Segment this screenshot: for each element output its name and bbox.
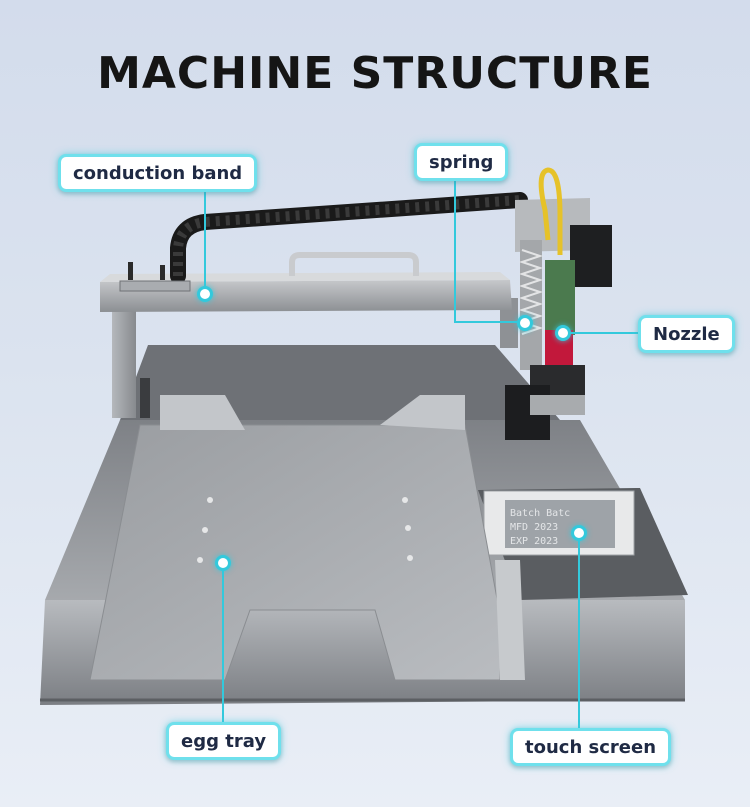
label-egg-tray: egg tray [166, 722, 282, 760]
label-conduction-band: conduction band [58, 154, 258, 192]
callout-line-spring-v [454, 176, 456, 323]
callout-dot-conduction-band [197, 286, 213, 302]
nozzle-body [545, 260, 575, 335]
callout-dot-egg-tray [215, 555, 231, 571]
touch-screen-display [505, 500, 615, 548]
egg-tray [89, 424, 501, 681]
motor-top [570, 225, 612, 287]
callout-line-conduction-band [204, 186, 206, 292]
left-pillar [112, 298, 136, 418]
tray-wall-right [380, 395, 465, 430]
screen-line-1: Batch Batc [510, 508, 570, 519]
callout-line-nozzle [563, 332, 641, 334]
tray-wall-front-right [495, 560, 525, 680]
label-touch-screen: touch screen [510, 728, 672, 766]
callout-line-touch-screen [578, 532, 580, 732]
screen-line-2: MFD 2023 [510, 522, 558, 533]
screen-line-3: EXP 2023 [510, 536, 558, 547]
handle [289, 252, 419, 276]
tray-wall-left [160, 395, 245, 430]
page-title: MACHINE STRUCTURE [97, 48, 653, 99]
callout-line-spring-h [454, 321, 524, 323]
callout-line-egg-tray [222, 563, 224, 726]
callout-dot-touch-screen [571, 525, 587, 541]
label-nozzle: Nozzle [638, 315, 735, 353]
label-spring: spring [414, 143, 509, 181]
callout-dot-nozzle [555, 325, 571, 341]
yellow-cable [538, 167, 563, 255]
callout-dot-spring [517, 315, 533, 331]
